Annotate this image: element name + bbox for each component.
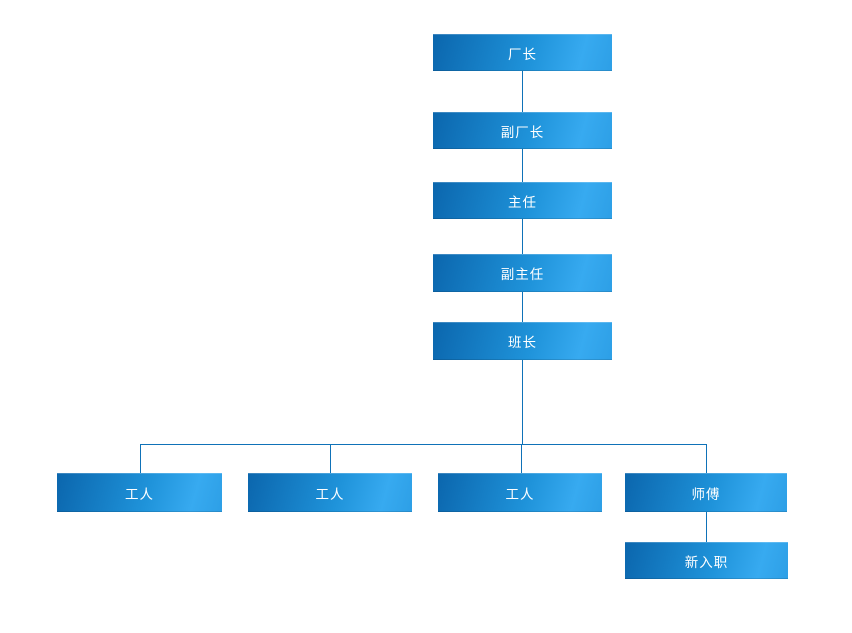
connector-deputy-director-team-leader	[522, 292, 523, 322]
node-director[interactable]: 主任	[433, 182, 612, 219]
node-label: 工人	[315, 486, 345, 503]
connector-deputy-director	[522, 149, 523, 182]
node-factory-director[interactable]: 厂长	[433, 34, 612, 71]
connector-director-deputy-director	[522, 219, 523, 254]
connector-drop-master	[706, 444, 707, 473]
connector-drop-worker-1	[140, 444, 141, 473]
node-label: 副厂长	[500, 124, 545, 141]
node-label: 工人	[125, 486, 154, 503]
connector-drop-worker-2	[330, 444, 331, 473]
node-label: 工人	[505, 486, 535, 503]
node-team-leader[interactable]: 班长	[433, 322, 612, 360]
connector-factory-director-deputy	[522, 71, 523, 112]
node-worker-2[interactable]: 工人	[248, 473, 412, 512]
node-deputy-director[interactable]: 副主任	[433, 254, 612, 292]
node-label: 班长	[508, 335, 537, 351]
node-master[interactable]: 师傅	[625, 473, 787, 512]
node-label: 副主任	[500, 267, 545, 283]
connector-team-leader-stem	[522, 360, 523, 444]
node-label: 主任	[508, 194, 537, 211]
node-label: 师傅	[691, 486, 721, 503]
connector-branch-bus	[140, 444, 707, 445]
node-worker-1[interactable]: 工人	[57, 473, 222, 512]
connector-master-new-hire	[706, 512, 707, 542]
node-label: 新入职	[684, 554, 729, 571]
connector-drop-worker-3	[521, 444, 522, 473]
node-label: 厂长	[508, 46, 537, 63]
node-deputy-factory-director[interactable]: 副厂长	[433, 112, 612, 149]
node-new-hire[interactable]: 新入职	[625, 542, 788, 579]
node-worker-3[interactable]: 工人	[438, 473, 602, 512]
